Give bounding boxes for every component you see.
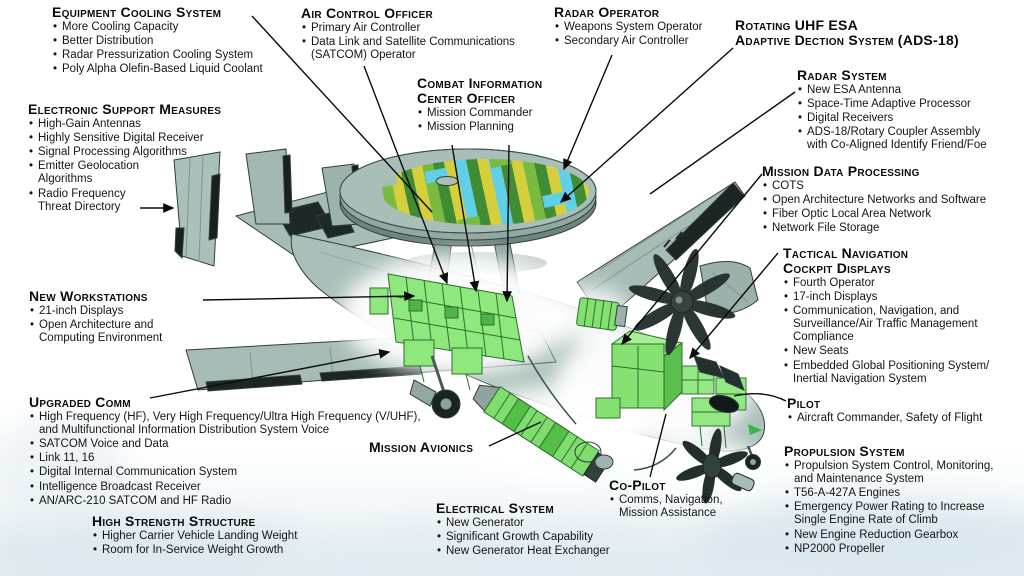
label-title: New Workstations [29,288,148,304]
leader-line-upgraded-comm [149,349,391,399]
label-upgraded-comm: Upgraded Comm High Frequency (HF), Very … [29,395,459,509]
label-bullets: Primary Air Controller Data Link and Sat… [301,22,551,62]
leader-line-radar-system [649,91,796,195]
label-mission-data-processing: Mission Data Processing COTS Open Archit… [762,164,1012,236]
label-bullets: Weapons System Operator Secondary Air Co… [554,21,754,48]
label-title: Upgraded Comm [29,394,131,410]
label-air-control-officer: Air Control Officer Primary Air Controll… [301,6,551,63]
label-high-strength-structure: High Strength Structure Higher Carrier V… [92,514,392,558]
label-title: Electronic Support Measures [28,101,222,117]
label-bullets: High Frequency (HF), Very High Frequency… [29,411,459,508]
label-bullets: High-Gain Antennas Highly Sensitive Digi… [28,118,268,214]
label-tactical-navigation-cockpit-displays: Tactical Navigation Cockpit Displays Fou… [783,246,1023,387]
label-combat-information-center-officer: Combat Information Center Officer Missio… [417,76,607,135]
far-wing [576,181,746,323]
label-bullets: Mission Commander Mission Planning [417,107,607,134]
mission-computer-boxes [595,330,684,419]
leader-line-mission-avionics [488,421,542,447]
label-title: High Strength Structure [92,513,256,529]
label-bullets: Propulsion System Control, Monitoring, a… [784,460,1024,556]
label-bullets: Aircraft Commander, Safety of Flight [787,412,1023,425]
label-title: Tactical Navigation Cockpit Displays [783,245,909,276]
label-pilot: Pilot Aircraft Commander, Safety of Flig… [787,396,1023,426]
label-bullets: New ESA Antenna Space-Time Adaptive Proc… [797,84,1023,153]
label-bullets: Higher Carrier Vehicle Landing Weight Ro… [92,530,392,557]
leader-line-co-pilot [649,413,667,478]
label-title: Rotating UHF ESA Adaptive Dection System… [735,17,959,48]
label-bullets: New Generator Significant Growth Capabil… [436,517,676,558]
label-electrical-system: Electrical System New Generator Signific… [436,501,676,559]
label-title: Mission Data Processing [762,163,920,179]
label-title: Mission Avionics [369,439,474,455]
label-radar-system: Radar System New ESA Antenna Space-Time … [797,68,1023,154]
nose-landing-gear [745,445,761,470]
label-title: Radar System [797,67,887,83]
leader-line-rotating-uhf [559,47,734,203]
label-rotating-uhf-esa: Rotating UHF ESA Adaptive Dection System… [735,18,1023,49]
propeller [628,248,736,356]
label-bullets: Fourth Operator 17-inch Displays Communi… [783,277,1023,386]
workstation-consoles [369,273,525,391]
label-title: Propulsion System [784,443,905,459]
leader-line-tactical-nav [689,252,779,360]
label-new-workstations: New Workstations 21-inch Displays Open A… [29,289,229,346]
label-title: Radar Operator [554,4,660,20]
avionics-pod [576,297,628,331]
engine-cutaway [472,355,677,483]
label-propulsion-system: Propulsion System Propulsion System Cont… [784,444,1024,557]
label-bullets: 21-inch Displays Open Architecture and C… [29,305,229,345]
label-title: Combat Information Center Officer [417,75,543,106]
label-co-pilot: Co-Pilot Comms, Navigation, Mission Assi… [609,478,774,521]
label-bullets: More Cooling Capacity Better Distributio… [52,21,302,77]
label-title: Air Control Officer [301,5,433,21]
label-title: Co-Pilot [609,477,666,493]
cockpit-canopy [693,355,762,435]
leader-line-mission-data [621,173,763,346]
label-electronic-support-measures: Electronic Support Measures High-Gain An… [28,102,268,215]
label-title: Electrical System [436,500,554,516]
leader-line-cic-2 [502,144,513,303]
label-title: Equipment Cooling System [52,4,222,20]
leader-line-air-control [363,65,449,285]
cockpit-equipment [681,365,747,449]
leader-line-pilot [733,393,787,402]
leader-line-cic-1 [451,144,480,293]
label-title: Pilot [787,395,821,411]
label-mission-avionics: Mission Avionics [369,440,549,456]
label-bullets: COTS Open Architecture Networks and Soft… [762,180,1012,236]
label-radar-operator: Radar Operator Weapons System Operator S… [554,5,754,49]
label-bullets: Comms, Navigation, Mission Assistance [609,494,774,520]
leader-line-new-workstations [202,291,416,302]
label-equipment-cooling-system: Equipment Cooling System More Cooling Ca… [52,5,302,77]
